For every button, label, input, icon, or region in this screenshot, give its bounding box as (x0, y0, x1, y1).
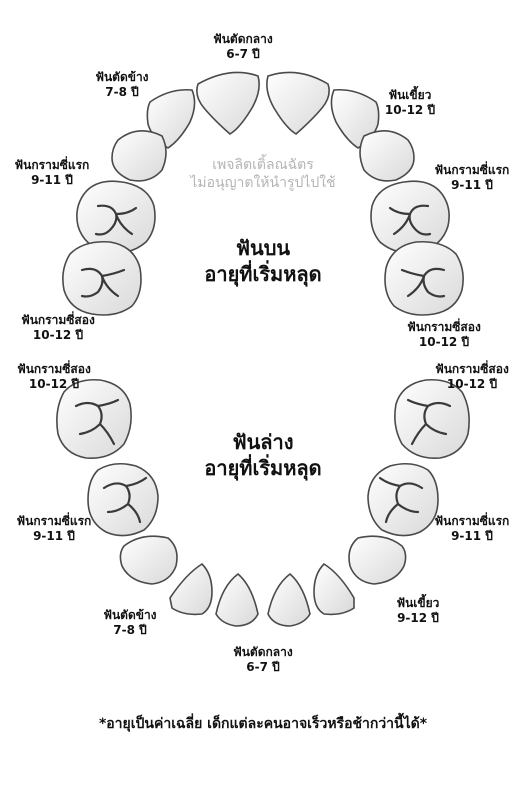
label-name: ฟันกรามซี่แรก (434, 514, 510, 528)
upper-canine-right (359, 130, 415, 182)
upper-title-line2: อายุที่เริ่มหลุด (204, 262, 322, 286)
label-name: ฟันกรามซี่สอง (435, 362, 509, 376)
lower-lateral-incisor-right (313, 562, 355, 616)
label-lower-second-molar-left: ฟันกรามซี่สอง 10-12 ปี (2, 362, 106, 392)
label-lower-canine: ฟันเขี้ยว 9-12 ปี (368, 596, 468, 626)
upper-first-molar-left-groove (94, 204, 138, 236)
lower-second-molar-right-groove (406, 398, 452, 446)
label-name: ฟันกรามซี่แรก (16, 514, 92, 528)
label-age: 9-12 ปี (397, 611, 439, 625)
lower-second-molar-left (56, 378, 132, 460)
label-name: ฟันเขี้ยว (396, 596, 440, 610)
label-name: ฟันกรามซี่แรก (434, 163, 510, 177)
lower-title-line1: ฟันล่าง (232, 430, 294, 454)
upper-lateral-incisor-left (146, 88, 196, 149)
upper-central-incisor-right (266, 71, 330, 135)
label-upper-lateral: ฟันตัดข้าง 7-8 ปี (72, 70, 172, 100)
label-age: 10-12 ปี (28, 377, 80, 391)
label-age: 10-12 ปี (446, 377, 498, 391)
lower-canine-right (348, 535, 407, 585)
label-upper-first-molar-right: ฟันกรามซี่แรก 9-11 ปี (420, 163, 524, 193)
label-upper-second-molar-left: ฟันกรามซี่สอง 10-12 ปี (6, 313, 110, 343)
upper-canine-left (111, 130, 167, 182)
label-name: ฟันตัดข้าง (103, 608, 157, 622)
upper-title: ฟันบน อายุที่เริ่มหลุด (153, 235, 373, 287)
label-age: 6-7 ปี (226, 47, 260, 61)
label-name: ฟันตัดกลาง (213, 32, 273, 46)
label-name: ฟันตัดกลาง (233, 645, 293, 659)
label-age: 9-11 ปี (31, 173, 73, 187)
watermark-line2: ไม่อนุญาตให้นำรูปไปใช้ (190, 175, 336, 191)
label-name: ฟันตัดข้าง (95, 70, 149, 84)
watermark-line1: เพจลิตเติ้ลณฉัตร (212, 157, 314, 173)
footnote: *อายุเป็นค่าเฉลี่ย เด็กแต่ละคนอาจเร็วหรื… (98, 716, 428, 732)
watermark: เพจลิตเติ้ลณฉัตร ไม่อนุญาตให้นำรูปไปใช้ (153, 156, 373, 192)
upper-first-molar-right-groove (388, 204, 432, 236)
upper-second-molar-right-groove (400, 267, 446, 298)
lower-canine-left (119, 535, 178, 585)
label-lower-central: ฟันตัดกลาง 6-7 ปี (213, 645, 313, 675)
label-name: ฟันเขี้ยว (388, 88, 432, 102)
label-upper-second-molar-right: ฟันกรามซี่สอง 10-12 ปี (392, 320, 496, 350)
label-lower-first-molar-right: ฟันกรามซี่แรก 9-11 ปี (420, 514, 524, 544)
label-upper-canine: ฟันเขี้ยว 10-12 ปี (360, 88, 460, 118)
label-name: ฟันกรามซี่แรก (14, 158, 90, 172)
label-age: 9-11 ปี (33, 529, 75, 543)
label-name: ฟันกรามซี่สอง (21, 313, 95, 327)
label-age: 9-11 ปี (451, 178, 493, 192)
label-age: 10-12 ปี (384, 103, 436, 117)
label-name: ฟันกรามซี่สอง (17, 362, 91, 376)
label-upper-central: ฟันตัดกลาง 6-7 ปี (193, 32, 293, 62)
lower-second-molar-right (394, 378, 470, 460)
label-lower-second-molar-right: ฟันกรามซี่สอง 10-12 ปี (420, 362, 524, 392)
label-age: 7-8 ปี (105, 85, 139, 99)
label-age: 10-12 ปี (418, 335, 470, 349)
lower-lateral-incisor-left (169, 562, 213, 616)
label-name: ฟันกรามซี่สอง (407, 320, 481, 334)
lower-title-line2: อายุที่เริ่มหลุด (204, 456, 322, 480)
lower-central-incisor-right (267, 572, 311, 627)
label-age: 10-12 ปี (32, 328, 84, 342)
lower-first-molar-right-groove (378, 476, 424, 524)
label-age: 9-11 ปี (451, 529, 493, 543)
upper-title-line1: ฟันบน (235, 236, 291, 260)
label-upper-first-molar-left: ฟันกรามซี่แรก 9-11 ปี (2, 158, 102, 188)
upper-second-molar-left-groove (80, 267, 126, 298)
lower-title: ฟันล่าง อายุที่เริ่มหลุด (153, 429, 373, 481)
lower-second-molar-left-groove (74, 398, 120, 446)
label-age: 6-7 ปี (246, 660, 280, 674)
label-lower-lateral: ฟันตัดข้าง 7-8 ปี (80, 608, 180, 638)
lower-first-molar-left-groove (102, 476, 148, 524)
upper-central-incisor-left (196, 71, 260, 135)
label-age: 7-8 ปี (113, 623, 147, 637)
lower-central-incisor-left (215, 572, 259, 627)
label-lower-first-molar-left: ฟันกรามซี่แรก 9-11 ปี (2, 514, 106, 544)
